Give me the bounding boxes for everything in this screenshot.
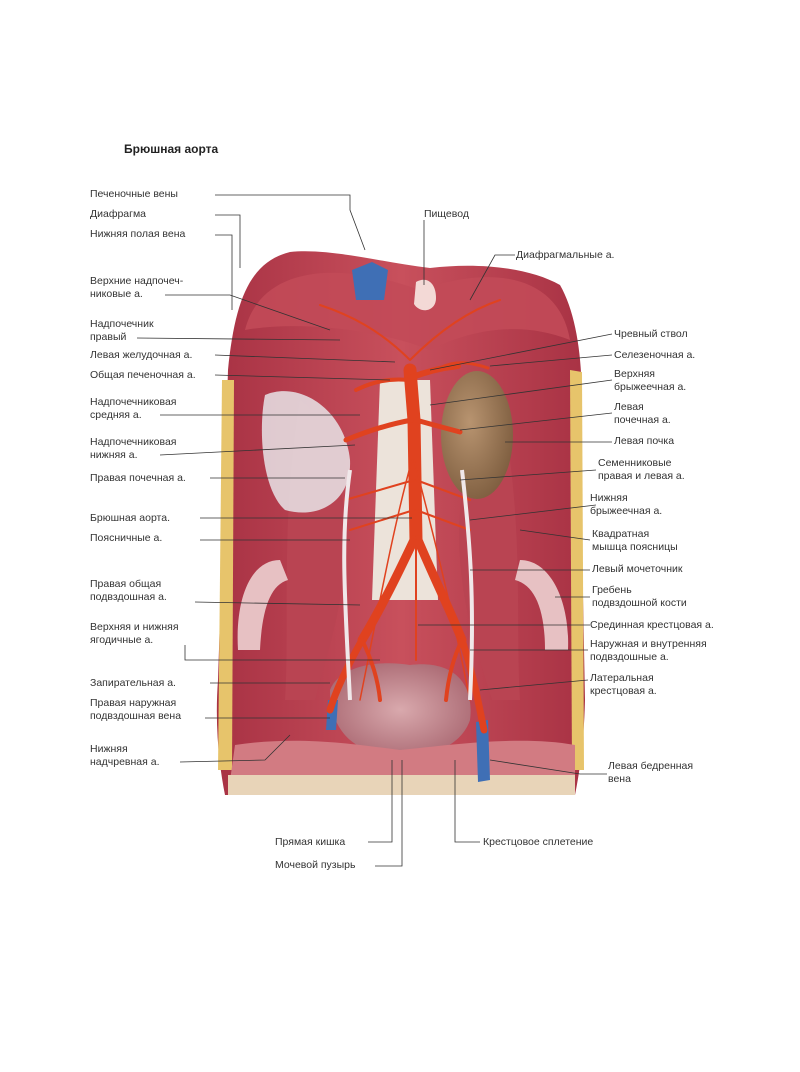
right-leader-lines <box>418 220 613 775</box>
right-internal-iliac <box>360 638 382 702</box>
left-kidney <box>441 371 513 499</box>
label-left-gastric: Левая желудочная а. <box>90 349 193 361</box>
renal-left-artery <box>413 417 463 435</box>
label-bladder: Мочевой пузырь <box>275 859 356 871</box>
right-common-iliac-artery <box>357 535 419 645</box>
phrenic-arteries <box>319 299 501 361</box>
label-hepatic-veins: Печеночные вены <box>90 188 178 200</box>
left-internal-iliac <box>444 638 464 702</box>
left-femoral-vein <box>476 720 490 782</box>
common-hepatic-artery <box>354 377 410 392</box>
label-esophagus: Пищевод <box>424 208 469 220</box>
left-fat-strip <box>218 380 234 770</box>
label-lumbar: Поясничные а. <box>90 532 163 544</box>
label-left-kidney: Левая почка <box>614 435 675 447</box>
lumbar-arteries <box>344 479 471 531</box>
left-common-iliac-artery <box>413 535 467 645</box>
label-inferior-vena-cava: Нижняя полая вена <box>90 228 186 240</box>
label-phrenic: Диафрагмальные а. <box>516 249 615 261</box>
label-sacral-plexus: Крестцовое сплетение <box>483 836 594 848</box>
ivc-cut <box>352 262 388 300</box>
iliac-crest-left <box>515 560 569 650</box>
left-ureter <box>460 469 474 701</box>
splenic-artery <box>438 361 490 370</box>
celiac-trunk-artery <box>407 363 461 381</box>
label-celiac-trunk: Чревный ствол <box>614 328 688 340</box>
label-obturator: Запирательная а. <box>90 677 176 689</box>
label-abdominal-aorta: Брюшная аорта. <box>90 512 171 524</box>
label-left-ureter: Левый мочеточник <box>592 563 683 575</box>
right-ureter <box>342 469 352 701</box>
renal-right-artery <box>343 417 415 443</box>
right-kidney-area <box>261 391 351 513</box>
bottom-bone <box>228 775 575 795</box>
iliac-crest-right <box>237 560 288 650</box>
bottom-leader-lines <box>368 760 480 867</box>
aorta-tree <box>319 299 501 734</box>
left-external-iliac-artery <box>458 636 488 734</box>
esophagus-opening <box>414 279 436 311</box>
aorta-trunk <box>403 363 423 547</box>
label-right-renal: Правая почечная а. <box>90 472 186 484</box>
label-rectum: Прямая кишка <box>275 836 346 848</box>
label-common-hepatic: Общая печеночная а. <box>90 369 196 381</box>
label-median-sacral: Срединная крестцовая а. <box>590 619 714 631</box>
label-superior-suprarenal: Верхние надпочеч-никовые а. <box>90 275 184 300</box>
figure-title: Брюшная аорта <box>124 142 219 156</box>
label-splenic: Селезеночная а. <box>614 349 696 361</box>
diaphragm-dome <box>245 272 570 350</box>
label-diaphragm: Диафрагма <box>90 208 147 220</box>
right-external-iliac-artery <box>326 636 366 714</box>
left-leader-lines <box>136 194 412 763</box>
pelvic-organs <box>330 663 471 757</box>
